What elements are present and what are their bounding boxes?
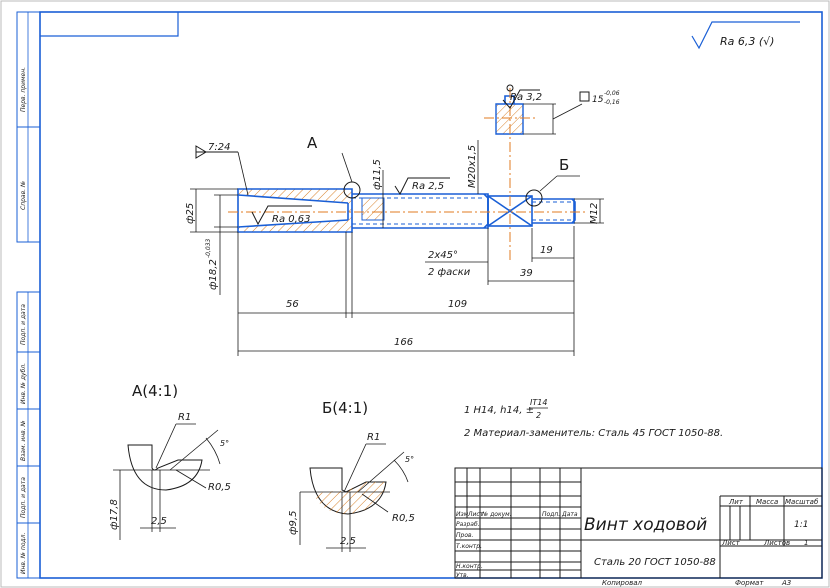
top-left-box xyxy=(40,12,179,37)
detail-a-dia: ф17,8 xyxy=(109,499,120,530)
detail-b-r1: R1 xyxy=(367,432,380,443)
end-thread xyxy=(532,198,575,224)
main-view: А Б Ra 3,2 15 -0,06 -0,16 7:24 Ra 0,63 R… xyxy=(185,84,620,356)
scale-value: 1:1 xyxy=(794,520,808,530)
row-tkontr: Т.контр. xyxy=(456,543,482,550)
dim-l109: 109 xyxy=(448,299,467,310)
chamfer-note: 2 фаски xyxy=(428,267,471,278)
dim-d18: ф18,2 xyxy=(208,259,219,290)
bore-roughness: Ra 0,63 xyxy=(272,214,311,225)
dim-l166: 166 xyxy=(394,337,413,348)
sheets-value: 1 xyxy=(804,539,808,547)
general-roughness-text: Ra 6,3 (√) xyxy=(720,35,774,48)
row-nkontr: Н.контр. xyxy=(456,563,483,570)
note-1-denominator: 2 xyxy=(536,411,541,420)
dim-d25: ф25 xyxy=(185,203,196,224)
hdr-masshtab: Масштаб xyxy=(785,498,819,506)
row-prov: Пров. xyxy=(456,532,474,539)
dim-m20: M20x1,5 xyxy=(467,145,478,188)
hdr-sheet: Лист xyxy=(721,539,741,547)
side-label: Подп. и дата xyxy=(20,477,27,518)
hdr-list: Лист xyxy=(467,511,484,518)
detail-a-title: А(4:1) xyxy=(132,382,178,400)
part-material: Сталь 20 ГОСТ 1050-88 xyxy=(594,557,716,568)
hdr-podp: Подп. xyxy=(542,511,560,518)
note-1-numerator: IT14 xyxy=(530,398,547,407)
detail-a-angle: 5° xyxy=(220,439,229,448)
row-razrab: Разраб. xyxy=(456,521,480,528)
detail-b-dia: ф9,5 xyxy=(288,511,299,535)
note-1: 1 H14, h14, ± xyxy=(464,405,534,416)
format-label: Формат xyxy=(735,579,764,587)
side-label: Подп. и дата xyxy=(20,304,27,345)
detail-a: А(4:1) ф17,8 2,5 R1 5° R0,5 xyxy=(109,382,231,540)
detail-b: Б(4:1) ф9,5 2,5 R1 5° R0,5 xyxy=(288,399,415,552)
dim-chamfer: 2x45° xyxy=(428,250,458,261)
note-2: 2 Материал-заменитель: Сталь 45 ГОСТ 105… xyxy=(464,428,723,439)
hdr-sheets: Листов xyxy=(763,539,790,547)
copied-by: Копировал xyxy=(602,579,643,587)
flatness-upper: -0,06 xyxy=(604,90,620,97)
technical-notes: 1 H14, h14, ± IT14 2 2 Материал-замените… xyxy=(464,398,723,439)
detail-b-angle: 5° xyxy=(405,455,414,464)
title-block: Изм Лист № докум. Подп. Дата Разраб. Про… xyxy=(454,467,823,579)
taper-value: 7:24 xyxy=(208,142,230,153)
detail-b-r05: R0,5 xyxy=(392,513,415,524)
side-label: Инв. № дубл. xyxy=(20,363,27,404)
hdr-data: Дата xyxy=(561,511,578,518)
side-label: Инв. № подл. xyxy=(20,533,27,574)
part-name: Винт ходовой xyxy=(584,515,707,535)
dim-m12: M12 xyxy=(589,203,600,224)
dim-l39: 39 xyxy=(520,268,533,279)
hdr-doc: № докум. xyxy=(481,511,512,518)
side-label: Справ. № xyxy=(20,181,27,210)
row-utv: Утв. xyxy=(456,572,469,579)
dim-d11: ф11,5 xyxy=(372,159,383,190)
format-value: А3 xyxy=(781,579,791,587)
hdr-izm: Изм xyxy=(456,511,469,518)
side-labels: Перв. примен. Справ. № Подп. и дата Инв.… xyxy=(20,67,27,574)
callout-b: Б xyxy=(559,156,569,174)
detail-b-title: Б(4:1) xyxy=(322,399,368,417)
side-columns xyxy=(16,11,41,579)
dim-l56: 56 xyxy=(286,299,299,310)
detail-a-r05: R0,5 xyxy=(208,482,231,493)
hdr-massa: Масса xyxy=(756,498,778,506)
callout-a: А xyxy=(307,134,318,152)
thread-roughness: Ra 2,5 xyxy=(412,181,444,192)
detail-a-r1: R1 xyxy=(178,412,191,423)
hdr-lit: Лит xyxy=(728,498,744,506)
general-roughness: Ra 6,3 (√) xyxy=(691,21,800,50)
flatness-lower: -0,16 xyxy=(604,99,620,106)
dim-d18-tol: -0,033 xyxy=(205,238,212,258)
footer: Копировал Формат А3 xyxy=(602,579,791,587)
side-label: Взам. инв. № xyxy=(20,420,27,461)
detail-a-width: 2,5 xyxy=(151,516,167,527)
side-label: Перв. примен. xyxy=(20,67,27,112)
dim-l19: 19 xyxy=(540,245,553,256)
detail-b-width: 2,5 xyxy=(340,536,356,547)
groove-roughness: Ra 3,2 xyxy=(510,92,542,103)
detail-b-circle xyxy=(525,189,543,207)
flatness-value: 15 xyxy=(592,95,604,105)
